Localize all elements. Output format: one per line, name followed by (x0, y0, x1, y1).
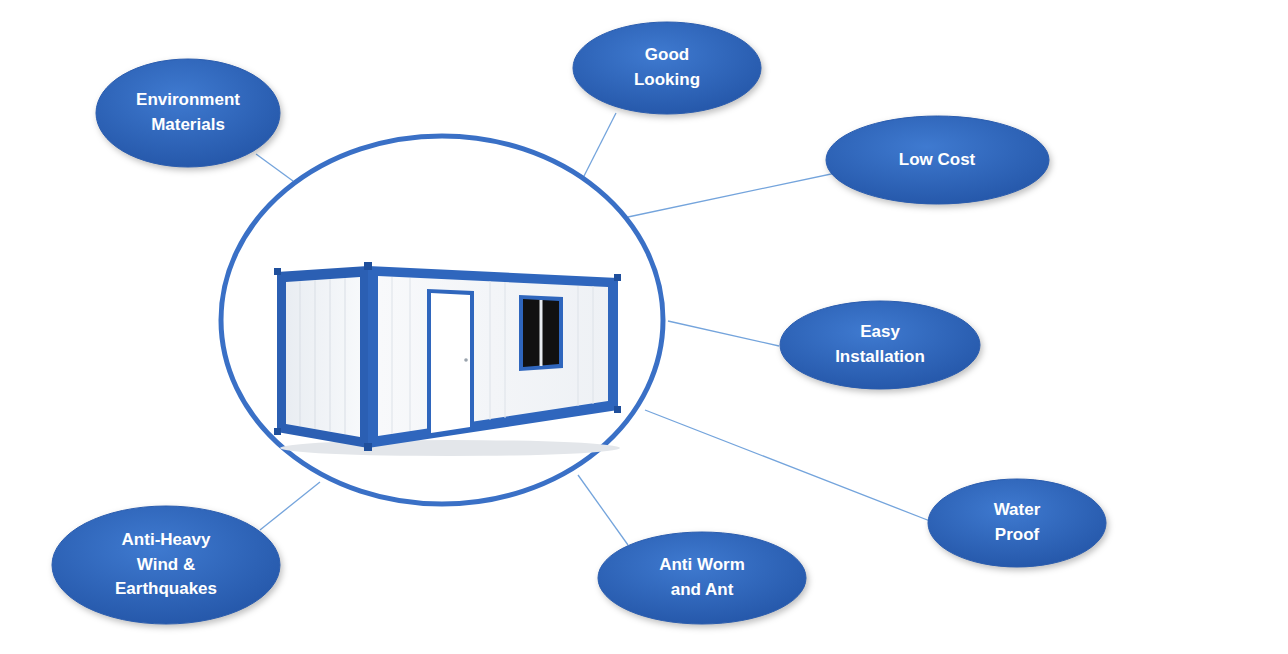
feature-oval: Environment Materials (95, 58, 281, 168)
central-circle (221, 136, 663, 504)
feature-label: Water Proof (977, 498, 1057, 547)
oval-shape (572, 21, 762, 115)
feature-label: Easy Installation (820, 320, 940, 369)
feature-oval: Anti Worm and Ant (597, 531, 807, 625)
feature-label: Environment Materials (128, 88, 248, 137)
feature-label: Low Cost (862, 148, 1012, 173)
feature-oval: Anti-Heavy Wind & Earthquakes (51, 505, 281, 625)
feature-label: Good Looking (627, 43, 707, 92)
oval-shape (779, 300, 981, 390)
feature-oval: Easy Installation (779, 300, 981, 390)
feature-label: Anti Worm and Ant (647, 553, 757, 602)
oval-shape (95, 58, 281, 168)
feature-oval: Good Looking (572, 21, 762, 115)
oval-shape (927, 478, 1107, 568)
feature-label: Anti-Heavy Wind & Earthquakes (104, 528, 229, 602)
container-illustration (274, 262, 621, 456)
oval-shape (597, 531, 807, 625)
feature-oval: Water Proof (927, 478, 1107, 568)
feature-oval: Low Cost (825, 115, 1050, 205)
